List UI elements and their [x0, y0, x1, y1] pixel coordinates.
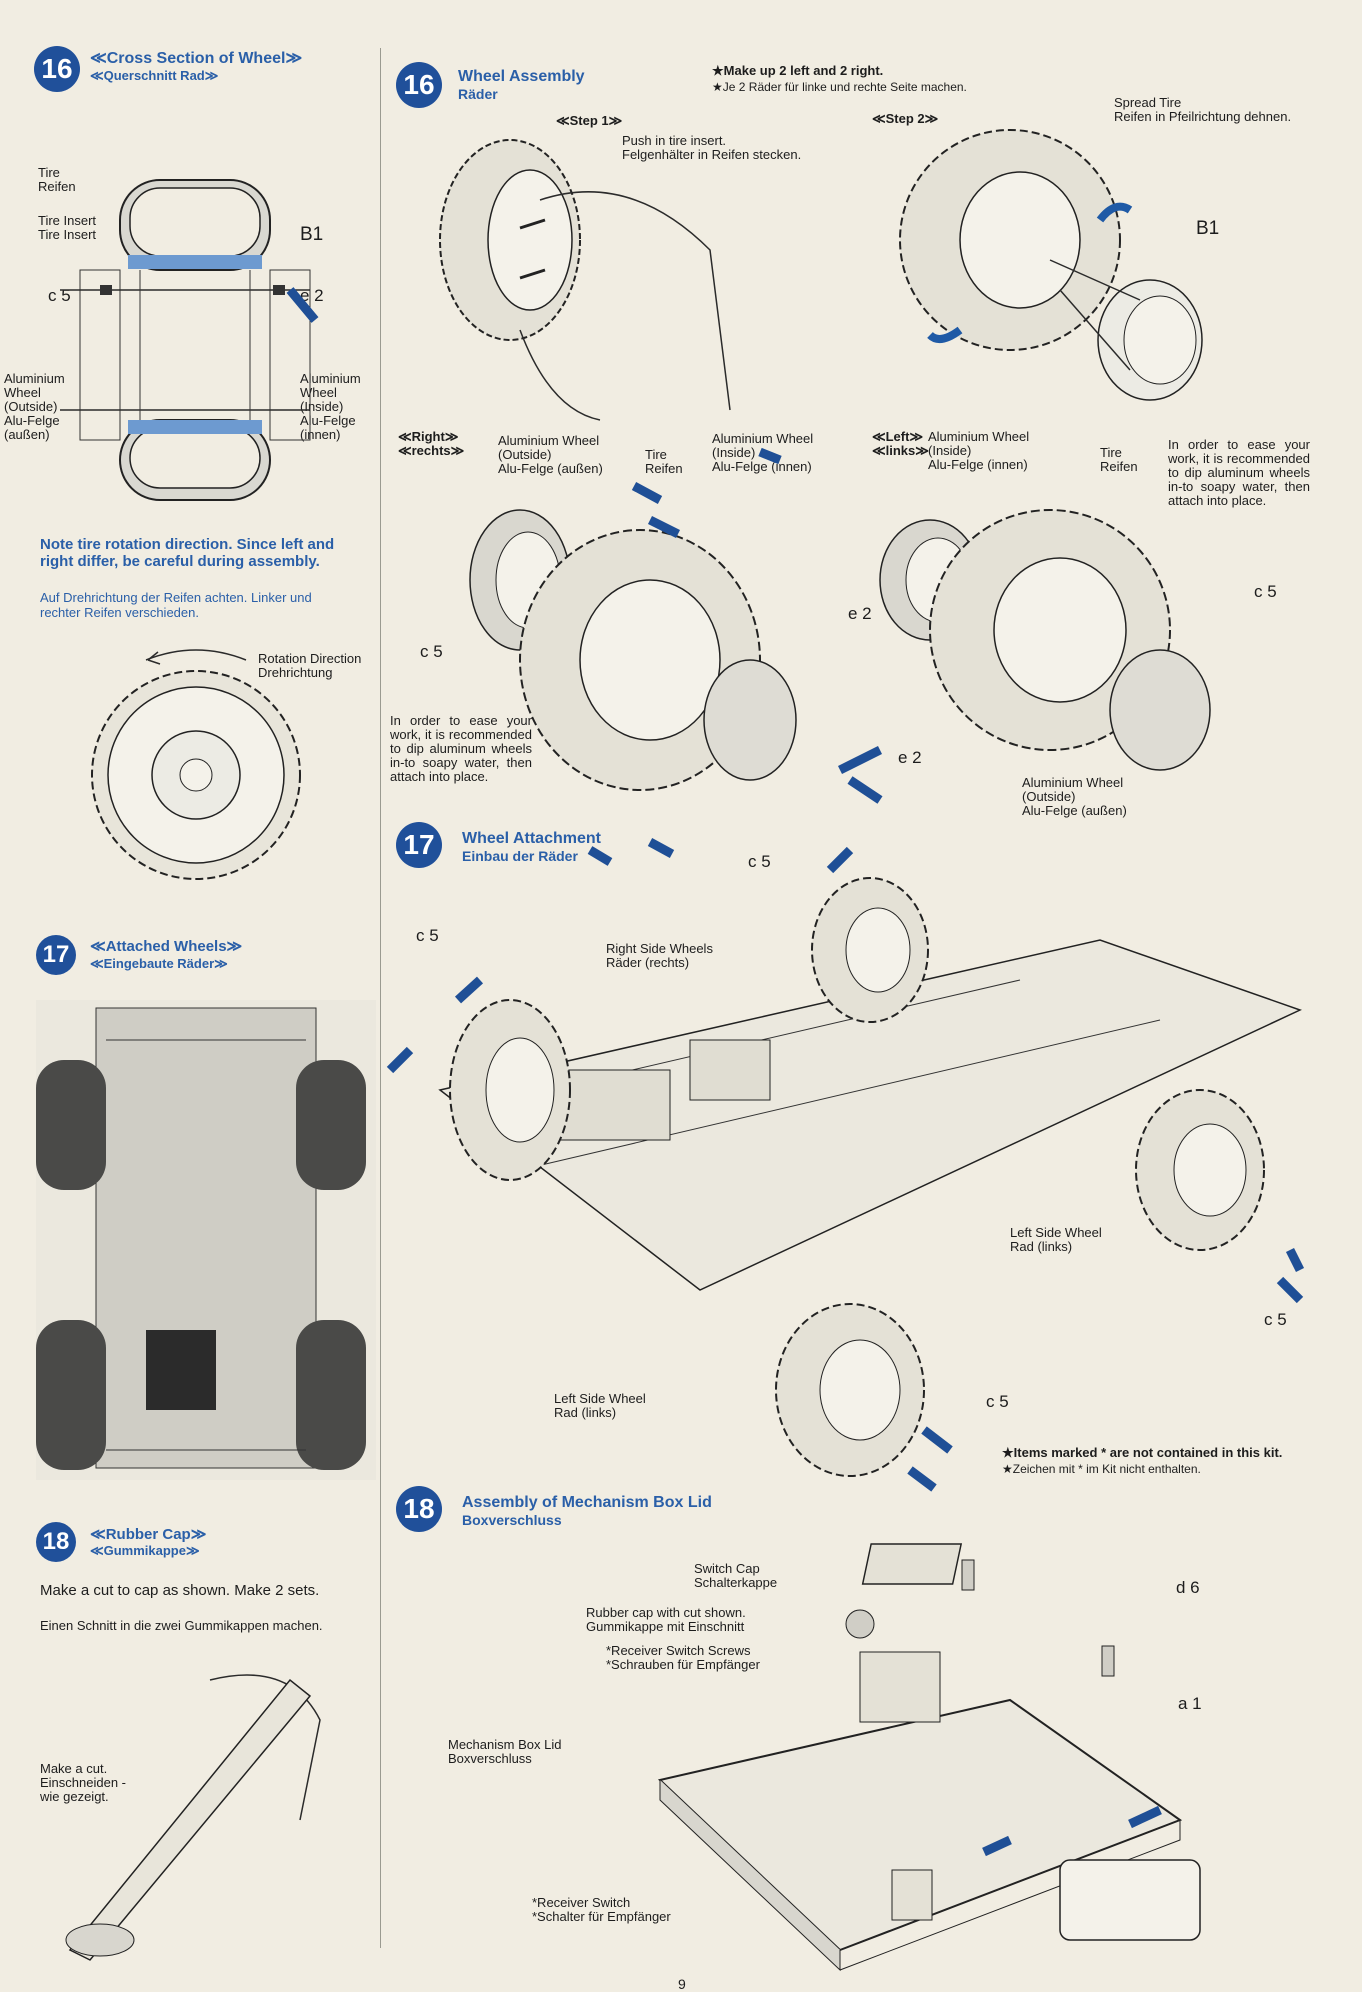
knife-cut-drawing: [65, 1674, 321, 1961]
c5-label-d: c 5: [416, 926, 439, 945]
exploded-wheels-drawing: [469, 447, 1211, 874]
cross-section-subtitle: ≪Querschnitt Rad≫: [90, 68, 219, 83]
rubber-cap-label: Rubber cap with cut shown.Gummikappe mit…: [586, 1605, 746, 1634]
alu-outside-label: Aluminium Wheel (Outside)Alu-Felge (auße…: [4, 371, 65, 442]
rotation-wheel-drawing: [91, 649, 301, 880]
items-note-de: ★Zeichen mit * im Kit nicht enthalten.: [1002, 1462, 1201, 1476]
mechanism-box-title: Assembly of Mechanism Box Lid: [462, 1494, 712, 1511]
step-17-badge: 17: [36, 935, 76, 975]
make-up-note-de: ★Je 2 Räder für linke und rechte Seite m…: [712, 80, 967, 94]
wheel-attachment-subtitle: Einbau der Räder: [462, 848, 578, 864]
alu-wheel-outside-label: Aluminium Wheel (Outside)Alu-Felge (auße…: [498, 433, 603, 476]
b1-label: B1: [300, 224, 324, 245]
alu-wheel-inside-label-left: Aluminium Wheel (Inside)Alu-Felge (innen…: [928, 429, 1030, 472]
e2-label-a: e 2: [848, 604, 872, 623]
step2-drawing: [899, 129, 1203, 401]
soapy-water-note-2: In order to ease your work, it is recomm…: [390, 713, 532, 784]
mechanism-box-drawing: [657, 1543, 1201, 1972]
make-cut-label: Make a cut.Einschneiden - wie gezeigt.: [40, 1761, 126, 1804]
alu-wheel-inside-label: Aluminium Wheel (Inside)Alu-Felge (innen…: [712, 431, 814, 474]
receiver-switch-screws-label: *Receiver Switch Screws*Schrauben für Em…: [606, 1643, 760, 1672]
mechanism-box-subtitle: Boxverschluss: [462, 1512, 562, 1528]
a1-label: a 1: [1178, 1694, 1202, 1713]
wheel-assembly-title: Wheel Assembly: [458, 68, 585, 85]
cut-instruction-en: Make a cut to cap as shown. Make 2 sets.: [40, 1582, 320, 1599]
wheel-assembly-subtitle: Räder: [458, 86, 498, 102]
step1-drawing: [439, 139, 731, 421]
step-16-badge: 16: [34, 46, 80, 92]
rubber-cap-title: ≪Rubber Cap≫: [90, 1526, 207, 1543]
chassis-photo: [36, 1000, 376, 1480]
attached-wheels-subtitle: ≪Eingebaute Räder≫: [90, 956, 228, 971]
rotation-note-en: Note tire rotation direction. Since left…: [40, 536, 335, 570]
step-18-badge: 18: [36, 1522, 76, 1562]
right-side-label: ≪Right≫≪rechts≫: [398, 429, 465, 458]
wheel-assembly-badge: 16: [396, 62, 442, 108]
step1-label: ≪Step 1≫: [556, 113, 623, 128]
attached-wheels-title: ≪Attached Wheels≫: [90, 938, 243, 955]
column-divider: [380, 48, 381, 1948]
wheel-attachment-title: Wheel Attachment: [462, 830, 601, 847]
alu-inside-label: Aluminium Wheel (Inside)Alu-Felge (innen…: [300, 371, 361, 442]
alu-wheel-outside-label-2: Aluminium Wheel (Outside)Alu-Felge (auße…: [1022, 775, 1127, 818]
chassis-assembly-drawing: [386, 838, 1305, 1492]
rubber-cap-subtitle: ≪Gummikappe≫: [90, 1543, 200, 1558]
push-insert-label: Push in tire insert.Felgenhälter in Reif…: [622, 133, 802, 162]
c5-label-a: c 5: [420, 642, 443, 661]
c5-label-c: c 5: [748, 852, 771, 871]
soapy-water-note-1: In order to ease your work, it is recomm…: [1168, 437, 1310, 508]
c5-label-e: c 5: [1264, 1310, 1287, 1329]
items-note-en: ★Items marked * are not contained in thi…: [1002, 1445, 1283, 1460]
make-up-note-en: ★Make up 2 left and 2 right.: [712, 63, 884, 78]
cross-section-title: ≪Cross Section of Wheel≫: [90, 50, 303, 67]
wheel-attachment-badge: 17: [396, 822, 442, 868]
b1-label-right: B1: [1196, 218, 1220, 239]
d6-label: d 6: [1176, 1578, 1200, 1597]
c5-label-f: c 5: [986, 1392, 1009, 1411]
receiver-switch-label: *Receiver Switch*Schalter für Empfänger: [532, 1895, 671, 1924]
page-number: 9: [678, 1976, 686, 1992]
cross-section-diagram: [60, 179, 319, 501]
rotation-note-de: Auf Drehrichtung der Reifen achten. Link…: [40, 590, 312, 620]
e2-label-b: e 2: [898, 748, 922, 767]
mechanism-box-badge: 18: [396, 1486, 442, 1532]
left-side-label: ≪Left≫≪links≫: [872, 429, 929, 458]
step2-label: ≪Step 2≫: [872, 111, 939, 126]
c5-label-b: c 5: [1254, 582, 1277, 601]
cut-instruction-de: Einen Schnitt in die zwei Gummikappen ma…: [40, 1618, 323, 1633]
